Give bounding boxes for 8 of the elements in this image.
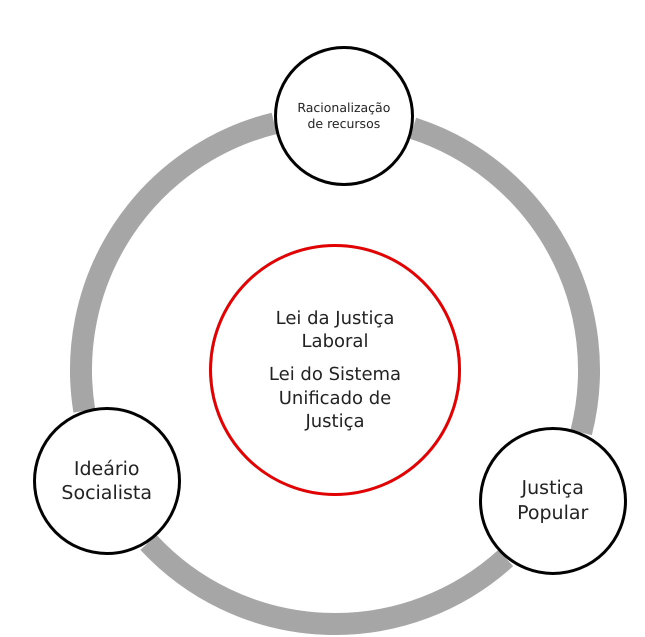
- node-text: Lei do Sistema Unificado de Justiça: [268, 363, 402, 434]
- ring-segment: [408, 118, 600, 435]
- ring-segment: [70, 112, 278, 412]
- node-text: Racionalização de recursos: [296, 100, 392, 132]
- node-text: Justiça Popular: [516, 476, 590, 526]
- node-text: Lei da Justiça Laboral: [274, 306, 396, 354]
- ring-segment: [140, 534, 513, 635]
- node-text: Ideário Socialista: [60, 456, 153, 506]
